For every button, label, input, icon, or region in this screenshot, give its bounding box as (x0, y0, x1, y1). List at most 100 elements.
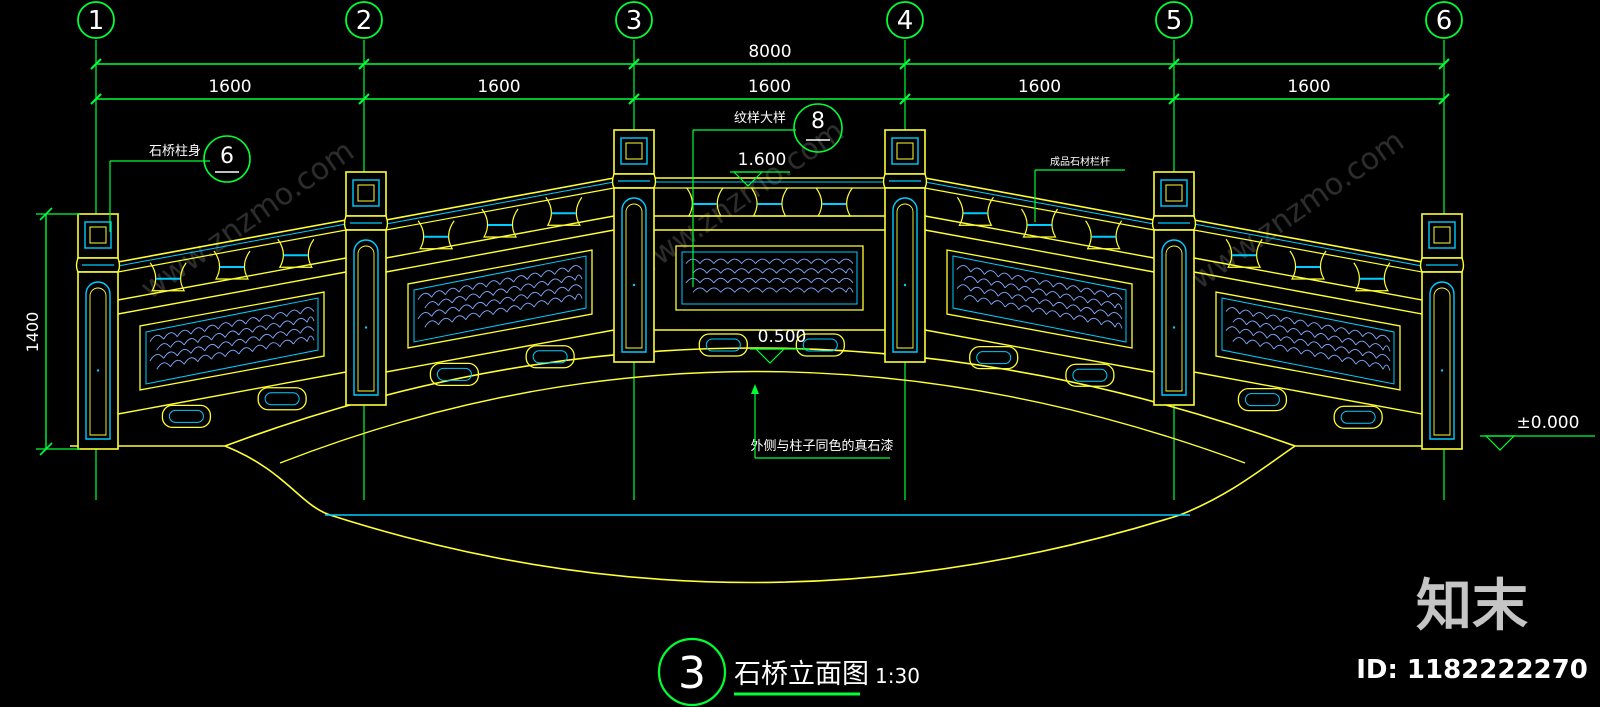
vase-baluster-2 (481, 208, 519, 238)
railing-segment-5 (1193, 219, 1423, 429)
pillar-body-panel (1161, 239, 1187, 396)
pillar-cap-core (1165, 184, 1183, 202)
handrail-top (385, 177, 615, 221)
drawing-number-circle (657, 637, 727, 707)
carved-panel-frame (675, 245, 864, 311)
baluster-rail-bottom (117, 271, 347, 315)
pillar-cap-inner (891, 137, 919, 165)
stone-pillar-5 (1151, 171, 1197, 406)
handrail-top (1193, 219, 1423, 263)
pillar-center-dot (632, 283, 636, 287)
elevation-top-triangle (732, 171, 764, 187)
elevation-ground-value: ±0.000 (1517, 413, 1580, 433)
axis-label-2: 2 (356, 6, 373, 36)
pillar-cap-core (896, 142, 914, 160)
carved-panel-frame (407, 249, 593, 349)
pillar-body (613, 187, 655, 363)
railing-segment-1 (117, 219, 347, 429)
span-dimension-value-2: 1600 (477, 77, 520, 97)
cloud-opening-1 (429, 362, 480, 387)
callout-pillar-ref-circle (203, 135, 251, 183)
cloud-opening-inner-2 (264, 392, 300, 406)
wave-pattern-row-1 (417, 265, 583, 300)
span-dimension-value-3: 1600 (748, 77, 791, 97)
span-dimension-value-5: 1600 (1287, 77, 1330, 97)
pillar-body (884, 187, 926, 363)
callout-pattern-detail: 纹样大样 8 (692, 103, 843, 287)
baluster-rail-bottom (385, 229, 615, 273)
wave-pattern-row-2 (963, 276, 1123, 310)
callout-pattern-ref-circle (793, 103, 843, 153)
brand-watermark: 知末 ID: 1182222270 (1356, 574, 1588, 685)
callout-pattern-text: 纹样大样 (734, 111, 786, 126)
pillar-body-panel (85, 281, 111, 440)
pillar-body-panel-inner (1433, 287, 1451, 436)
pillar-cap-core (89, 226, 107, 244)
vase-baluster-3 (1085, 220, 1123, 250)
pillar-body-panel (892, 197, 918, 353)
railing-segment-4 (924, 177, 1155, 387)
wave-pattern-row-2 (156, 316, 315, 351)
vase-baluster-2 (1289, 250, 1327, 280)
bottom-rail (924, 329, 1155, 373)
wave-pattern-row-2 (692, 268, 854, 274)
callout-pillar-ref-number: 6 (220, 144, 234, 169)
handrail-top (117, 219, 347, 263)
vase-baluster-3 (815, 187, 853, 217)
elevation-deck-triangle (754, 348, 786, 364)
stone-pillar-1 (75, 213, 121, 450)
axis-label-5: 5 (1166, 6, 1183, 36)
vase-baluster-3 (1353, 262, 1391, 292)
callout-pillar-body-text: 石桥柱身 (149, 143, 201, 159)
cloud-opening-inner-2 (532, 350, 568, 364)
wave-pattern-row-1 (1225, 307, 1391, 342)
pillar-center-dot (1440, 369, 1444, 372)
railing-group (117, 177, 1423, 429)
pillar-cap-core (625, 142, 643, 160)
drawing-title: 石桥立面图 (734, 659, 869, 690)
axis-bubble-1 (77, 1, 115, 39)
height-dim-tick-top (39, 207, 53, 221)
elevation-marker-deck: 0.500 (750, 327, 810, 364)
callout-pattern-ref-number: 8 (811, 109, 825, 134)
height-dimension-value: 1400 (23, 312, 42, 353)
carved-panel-frame (1215, 291, 1401, 391)
pillar-cap (345, 171, 387, 217)
wave-pattern-row-3 (685, 277, 854, 284)
wave-pattern-row-3 (1225, 326, 1391, 362)
axis-line-group (90, 40, 1450, 500)
callout-outer-frame-text: 外侧与柱子同色的真石漆 (750, 438, 893, 454)
pillar-body-panel-inner (89, 287, 107, 436)
elevation-ground-triangle (1484, 435, 1516, 451)
wave-pattern-row-1 (685, 258, 854, 264)
elevation-deck-value: 0.500 (758, 327, 807, 347)
callout-outer-frame: 外侧与柱子同色的真石漆 (750, 384, 894, 459)
stone-pillar-6 (1419, 213, 1465, 450)
cloud-opening-2 (257, 387, 307, 411)
stone-pillar-3 (611, 129, 657, 363)
drawing-title-block: 3 石桥立面图 1:30 (657, 637, 920, 707)
axis-bubble-2 (345, 1, 383, 39)
drawing-scale: 1:30 (875, 664, 920, 688)
cloud-opening-inner-1 (168, 409, 204, 423)
carved-panel-inner (681, 251, 858, 305)
callout-frame-arrow (751, 384, 759, 394)
watermark-site-left: www.znzmo.com (135, 134, 361, 307)
pillar-cap-inner (352, 179, 380, 207)
baluster-rail-bottom (924, 229, 1155, 273)
watermark-site-right: www.znzmo.com (1185, 124, 1411, 297)
pillar-cap-core (1433, 226, 1451, 244)
pillar-cap-inner (1428, 221, 1456, 249)
baluster-rail-bottom (1193, 271, 1423, 315)
axis-label-6: 6 (1436, 6, 1453, 36)
vase-baluster-1 (956, 196, 994, 226)
wave-pattern-row-3 (149, 326, 315, 362)
vase-baluster-3 (545, 196, 583, 226)
pillar-body (345, 229, 387, 406)
handrail-bottom (924, 187, 1155, 231)
pillar-cap-inner (620, 137, 648, 165)
pillar-body (1153, 229, 1195, 406)
